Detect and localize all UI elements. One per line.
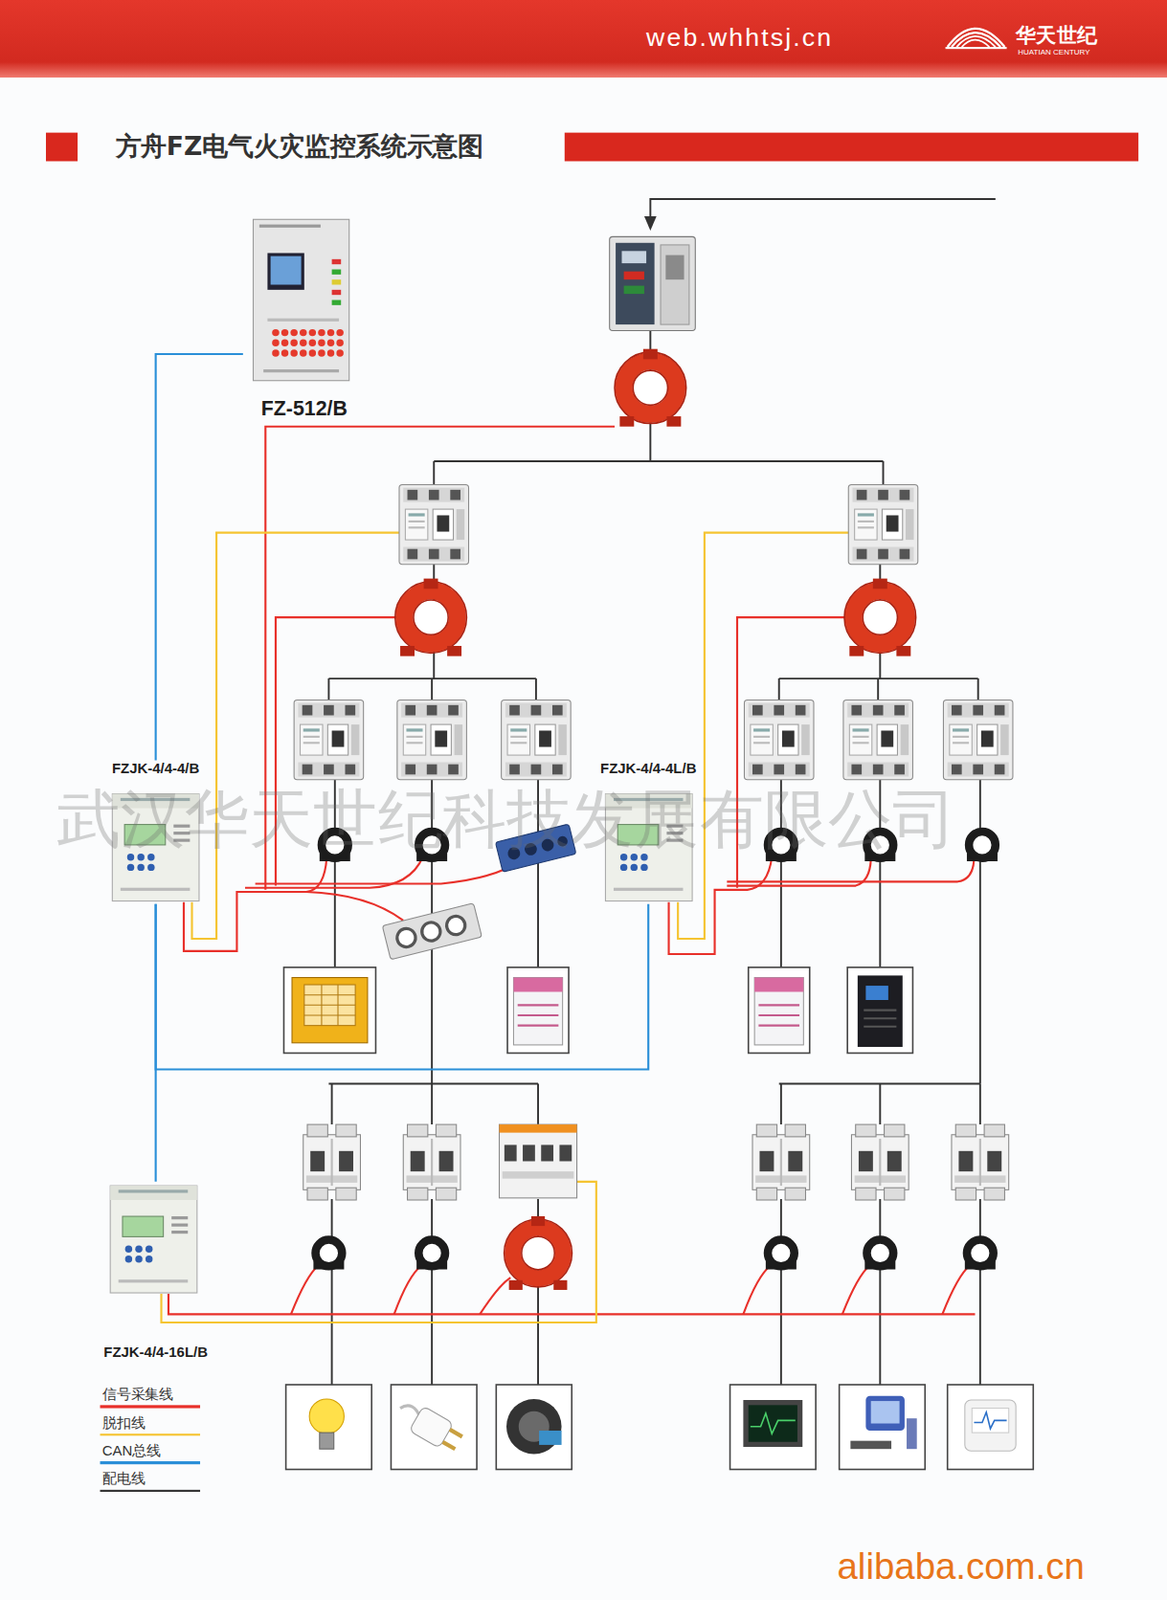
signal-wires	[168, 426, 976, 1316]
device-model-label: FZJK-4/4-4/B	[107, 760, 204, 777]
legend-text: 信号采集线	[102, 1386, 175, 1405]
legend-text: 配电线	[102, 1470, 146, 1489]
device-model-label: FZJK-4/4-4L/B	[597, 760, 700, 777]
brand-name: 华天世纪	[1015, 21, 1098, 49]
legend-swatch	[100, 1405, 202, 1409]
monitor-device: FZ-512/B	[243, 216, 366, 421]
brand-english: HUATIAN CENTURY	[1017, 46, 1090, 57]
air-circuit-breaker	[609, 236, 696, 331]
legend-text: CAN总线	[102, 1442, 161, 1461]
watermark: 武汉华天世纪科技发展有限公司	[56, 775, 958, 864]
monitor-devices	[110, 219, 693, 1294]
website-url: web.whhtsj.cn	[646, 22, 833, 52]
trip-wires	[161, 533, 851, 1324]
can-bus-line	[155, 904, 158, 1183]
arrow-head	[644, 216, 657, 231]
source-watermark: alibaba.com.cn	[837, 1545, 1085, 1589]
can-bus-line	[156, 354, 244, 761]
loads	[283, 967, 1033, 1471]
monitor-device: FZJK-4/4-16L/B	[102, 1182, 210, 1362]
device-model-label: FZ-512/B	[243, 397, 366, 422]
header-band	[0, 0, 1167, 78]
can-bus-line	[156, 904, 650, 1071]
legend-text: 脱扣线	[102, 1413, 146, 1433]
diagram-title: 方舟FZ电气火灾监控系统示意图	[115, 129, 484, 163]
device-model-label: FZJK-4/4-16L/B	[102, 1344, 210, 1361]
legend-swatch	[100, 1434, 202, 1437]
legend-swatch	[100, 1489, 202, 1493]
legend-swatch	[100, 1461, 202, 1465]
